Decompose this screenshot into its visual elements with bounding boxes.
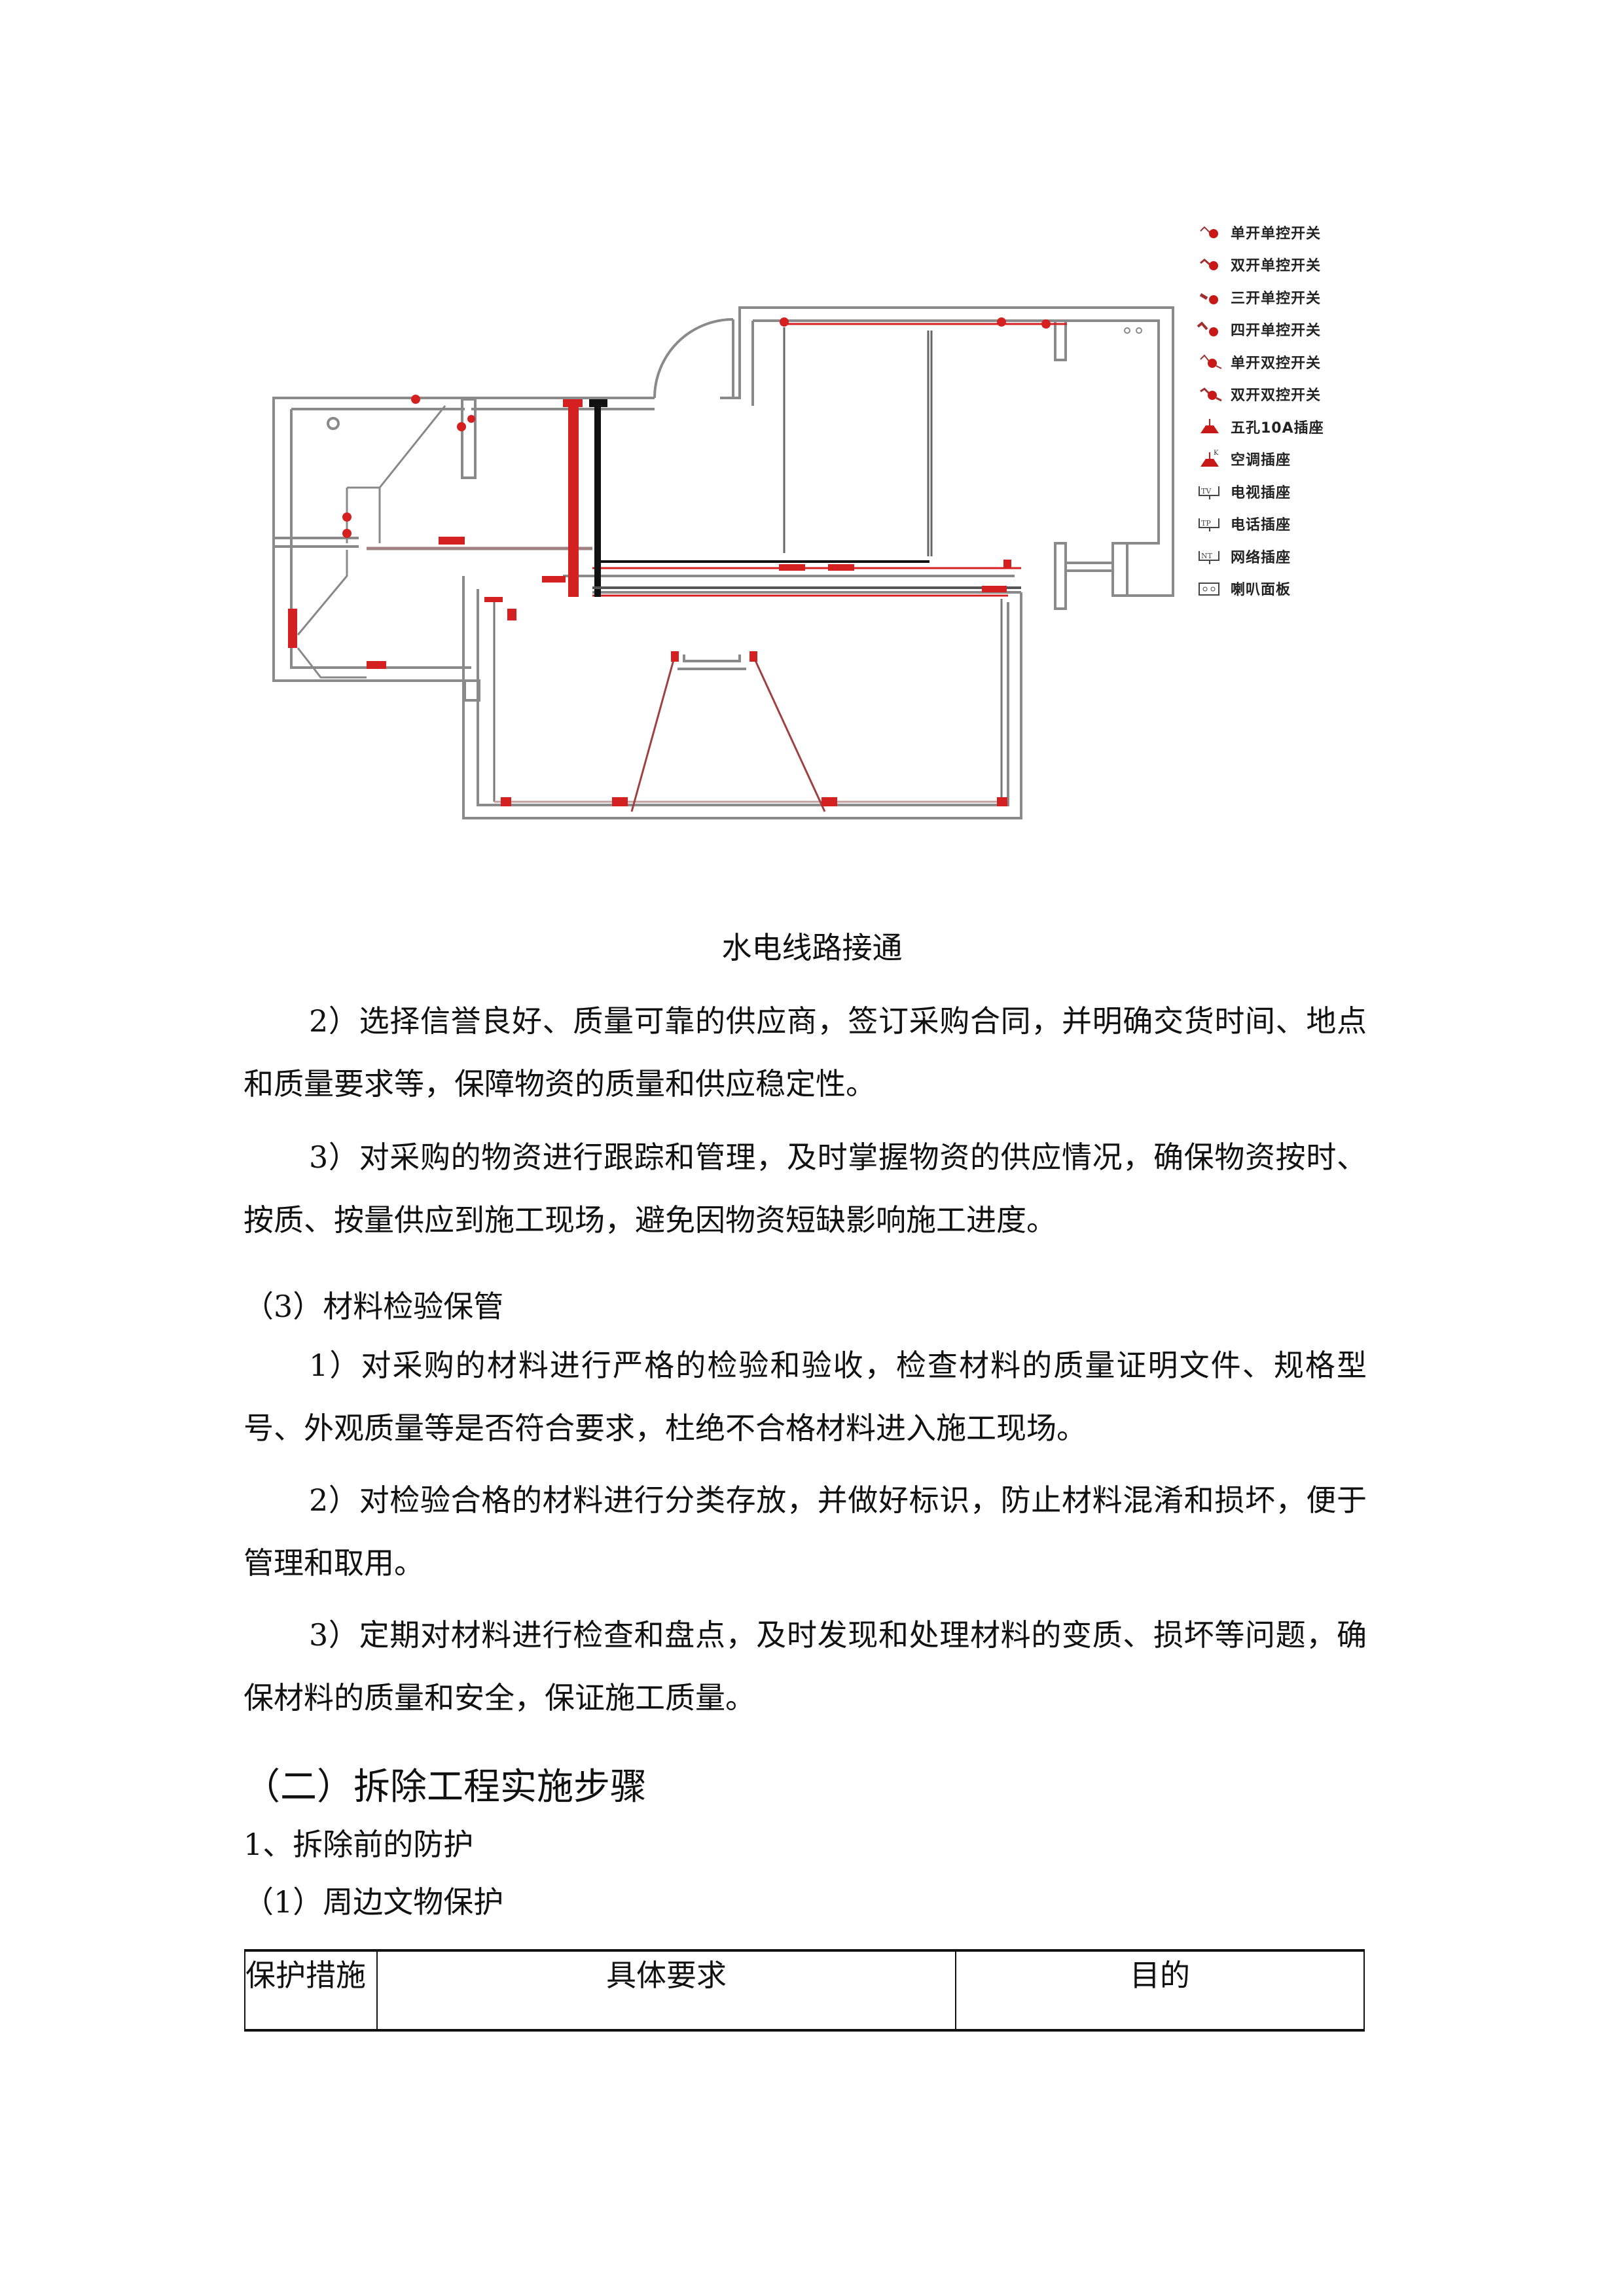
table-header-cell: 目的: [955, 1950, 1365, 2031]
legend-label: 网络插座: [1231, 549, 1291, 566]
legend-item: TV 电视插座: [1191, 475, 1362, 508]
svg-text:TP: TP: [1201, 519, 1211, 528]
protection-measures-table: 保护措施 具体要求 目的: [244, 1949, 1365, 2032]
table-header-cell: 保护措施: [244, 1950, 378, 2031]
single-gang-dual-control-switch-icon: [1191, 349, 1231, 375]
paragraph-supplier-selection: 2）选择信誉良好、质量可靠的供应商，签订采购合同，并明确交货时间、地点和质量要求…: [244, 990, 1367, 1115]
legend-item: 三开单控开关: [1191, 281, 1362, 314]
double-gang-dual-control-switch-icon: [1191, 381, 1231, 407]
quad-gang-single-control-switch-icon: [1191, 316, 1231, 342]
legend-item: K 空调插座: [1191, 443, 1362, 476]
speaker-panel-icon: [1191, 575, 1231, 601]
legend-label: 五孔10A插座: [1231, 420, 1324, 437]
telephone-socket-icon: TP: [1191, 511, 1231, 537]
figure-caption: 水电线路接通: [721, 930, 903, 965]
svg-text:TV: TV: [1201, 487, 1212, 495]
legend-item: 双开单控开关: [1191, 249, 1362, 281]
subsection-heading: 1、拆除前的防护: [244, 1827, 474, 1862]
paragraph-text: 1）对采购的材料进行严格的检验和验收，检查材料的质量证明文件、规格型号、外观质量…: [244, 1348, 1367, 1446]
legend-label: 单开双控开关: [1231, 355, 1322, 372]
paragraph-procurement-tracking: 3）对采购的物资进行跟踪和管理，及时掌握物资的供应情况，确保物资按时、按质、按量…: [244, 1126, 1367, 1251]
triple-gang-single-control-switch-icon: [1191, 284, 1231, 310]
paragraph-text: 3）定期对材料进行检查和盘点，及时发现和处理材料的变质、损坏等问题，确保材料的质…: [244, 1617, 1367, 1715]
legend-item: 单开单控开关: [1191, 216, 1362, 249]
legend-label: 四开单控开关: [1231, 323, 1322, 340]
paragraph-text: 3）对采购的物资进行跟踪和管理，及时掌握物资的供应情况，确保物资按时、按质、按量…: [244, 1139, 1367, 1238]
legend-label: 双开单控开关: [1231, 258, 1322, 275]
legend-item: 喇叭面板: [1191, 573, 1362, 605]
floor-plan-legend: 单开单控开关 双开单控开关 三开单控开关 四开单控开关 单开双控开关 双开双控开…: [1191, 216, 1362, 605]
single-gang-single-control-switch-icon: [1191, 219, 1231, 245]
network-socket-icon: NT: [1191, 543, 1231, 569]
legend-label: 双开双控开关: [1231, 387, 1322, 404]
paragraph-material-storage: 2）对检验合格的材料进行分类存放，并做好标识，防止材料混淆和损坏，便于管理和取用…: [244, 1469, 1367, 1594]
legend-label: 电话插座: [1231, 517, 1291, 534]
legend-item: TP 电话插座: [1191, 508, 1362, 541]
legend-item: 五孔10A插座: [1191, 410, 1362, 443]
sub-subsection-heading: （1）周边文物保护: [244, 1884, 504, 1920]
legend-label: 单开单控开关: [1231, 225, 1322, 242]
five-hole-10a-socket-icon: [1191, 414, 1231, 440]
tv-socket-icon: TV: [1191, 478, 1231, 505]
legend-label: 喇叭面板: [1231, 582, 1291, 599]
legend-label: 三开单控开关: [1231, 290, 1322, 307]
legend-item: 双开双控开关: [1191, 378, 1362, 411]
legend-item: 四开单控开关: [1191, 314, 1362, 346]
svg-text:NT: NT: [1201, 552, 1213, 560]
paragraph-material-inspection: 1）对采购的材料进行严格的检验和验收，检查材料的质量证明文件、规格型号、外观质量…: [244, 1334, 1367, 1460]
paragraph-text: 2）对检验合格的材料进行分类存放，并做好标识，防止材料混淆和损坏，便于管理和取用…: [244, 1482, 1367, 1581]
subheading-material-inspection: （3）材料检验保管: [244, 1289, 504, 1324]
legend-label: 电视插座: [1231, 484, 1291, 501]
legend-item: 单开双控开关: [1191, 346, 1362, 378]
legend-item: NT 网络插座: [1191, 540, 1362, 573]
double-gang-single-control-switch-icon: [1191, 251, 1231, 278]
electrical-wiring-floor-plan: [272, 306, 1174, 819]
svg-text:K: K: [1214, 450, 1219, 457]
paragraph-text: 2）选择信誉良好、质量可靠的供应商，签订采购合同，并明确交货时间、地点和质量要求…: [244, 1003, 1367, 1102]
air-conditioner-socket-icon: K: [1191, 446, 1231, 472]
legend-label: 空调插座: [1231, 452, 1291, 469]
paragraph-material-checks: 3）定期对材料进行检查和盘点，及时发现和处理材料的变质、损坏等问题，确保材料的质…: [244, 1604, 1367, 1729]
table-header-cell: 具体要求: [376, 1950, 956, 2031]
table-header-row: 保护措施 具体要求 目的: [244, 1950, 1365, 2031]
section-heading: （二）拆除工程实施步骤: [244, 1766, 647, 1808]
